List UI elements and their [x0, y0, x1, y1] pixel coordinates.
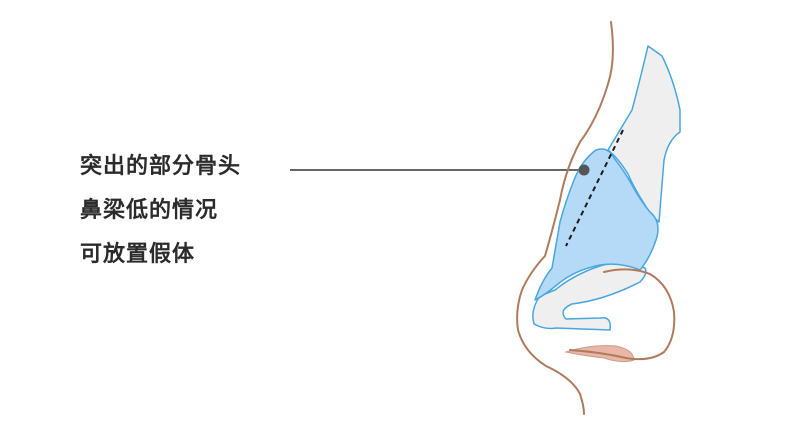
- implant-region: [534, 148, 659, 301]
- nose-tip-outline: [569, 268, 676, 361]
- nose-profile-outline: [516, 21, 614, 415]
- implant-axis-dashed-line: [565, 129, 624, 247]
- caption-line-1: 突出的部分骨头: [80, 154, 242, 179]
- marker-dot: [578, 164, 590, 176]
- caption-line-3: 可放置假体: [80, 242, 196, 267]
- caption-line-2: 鼻梁低的情况: [80, 198, 219, 223]
- caption-block: 突出的部分骨头 鼻梁低的情况 可放置假体: [80, 150, 241, 272]
